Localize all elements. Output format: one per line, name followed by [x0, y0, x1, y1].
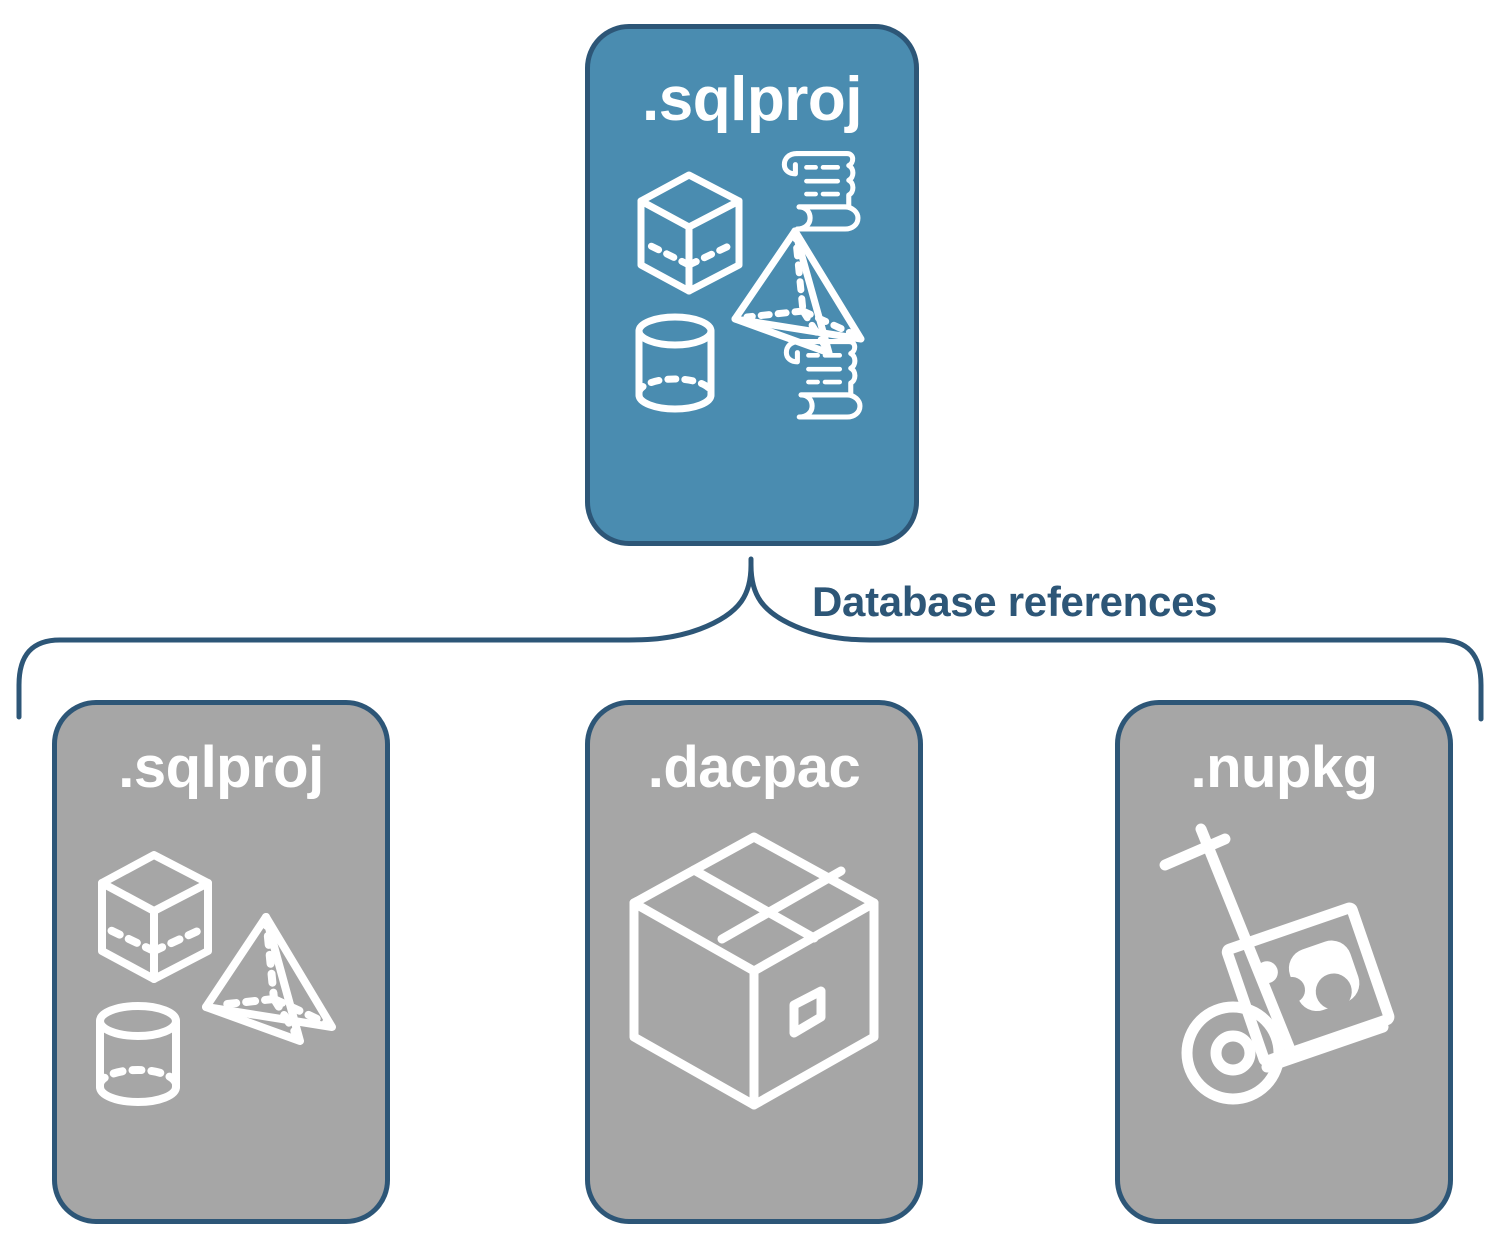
root-card-sqlproj[interactable]: .sqlproj: [585, 24, 919, 546]
cube-icon-shape: [637, 171, 743, 295]
root-card-artwork: [627, 151, 877, 423]
package-label-icon: [1221, 902, 1395, 1067]
connector-label: Database references: [812, 578, 1218, 625]
pyramid-icon-shape: [731, 227, 865, 357]
cube-icon-shape: [98, 851, 212, 983]
scroll-icon: [783, 339, 863, 420]
cylinder-icon-shape: [635, 313, 715, 413]
database-shapes-icon: [76, 821, 366, 1121]
leaf-card-dacpac[interactable]: .dacpac: [585, 700, 923, 1224]
root-card-title: .sqlproj: [642, 65, 862, 134]
scroll-icon: [781, 151, 861, 232]
package-box-icon: [609, 821, 899, 1121]
leaf-card-nupkg[interactable]: .nupkg: [1115, 700, 1453, 1224]
hand-truck-package-icon: [1139, 821, 1429, 1121]
leaf-card-sqlproj[interactable]: .sqlproj: [52, 700, 390, 1224]
leaf-card-title-nupkg: .nupkg: [1190, 735, 1378, 800]
leaf-card-title-dacpac: .dacpac: [647, 735, 861, 800]
pyramid-icon-shape: [202, 913, 336, 1045]
leaf-card-title-sqlproj: .sqlproj: [118, 735, 324, 800]
cylinder-icon-shape: [96, 1002, 180, 1106]
